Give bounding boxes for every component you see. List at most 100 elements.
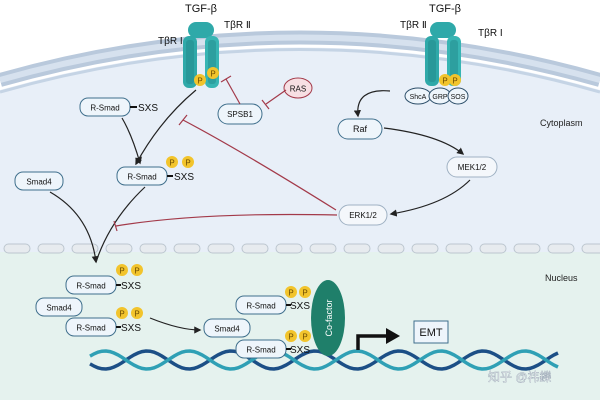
svg-text:R-Smad: R-Smad	[246, 302, 275, 311]
svg-text:R-Smad: R-Smad	[76, 282, 105, 291]
svg-text:SPSB1: SPSB1	[227, 110, 253, 119]
mek-node: MEK1/2	[446, 156, 498, 178]
phospho-badge: P	[194, 74, 206, 86]
phospho-badge: P	[166, 156, 178, 168]
nuclear-pore-segment	[513, 243, 541, 254]
phospho-badge: P	[131, 264, 143, 276]
smad4-cytoplasm: Smad4	[14, 171, 64, 191]
svg-text:SXS: SXS	[121, 323, 141, 334]
arrow-raf-to-mek	[383, 127, 465, 155]
arrow-smad4-to-nucleus	[49, 191, 99, 264]
activation-arrows	[49, 89, 471, 334]
phospho-badge: P	[439, 74, 451, 86]
svg-text:P: P	[169, 159, 174, 168]
phospho-badge: P	[182, 156, 194, 168]
svg-text:EMT: EMT	[419, 327, 443, 339]
nuclear-pore-segment	[411, 243, 439, 254]
svg-text:P: P	[302, 289, 307, 298]
nucleus-label: Nucleus	[545, 273, 578, 283]
arrow-complex-to-dna	[149, 317, 202, 334]
phospho-badge: P	[116, 307, 128, 319]
inhibit-erk-smad	[115, 213, 338, 227]
phospho-badge: P	[299, 286, 311, 298]
nuclear-pore-segment	[377, 243, 405, 254]
nuclear-complex-1: R-Smad SXS Smad4 R-Smad SXS	[35, 275, 141, 337]
plasma-membrane	[0, 30, 600, 94]
svg-text:P: P	[134, 310, 139, 319]
svg-text:P: P	[442, 77, 447, 86]
svg-text:P: P	[210, 70, 215, 79]
svg-text:P: P	[288, 333, 293, 342]
adaptor-complex: ShcA GRP SOS	[404, 87, 469, 105]
tbr1-label-left: TβR I	[158, 36, 183, 47]
nuclear-pore-segment	[479, 243, 507, 254]
svg-text:SXS: SXS	[290, 301, 310, 312]
svg-text:ERK1/2: ERK1/2	[349, 211, 377, 220]
nuclear-pore-segment	[241, 243, 269, 254]
svg-text:SXS: SXS	[138, 103, 158, 114]
ras-node: RAS	[283, 77, 313, 99]
svg-text:SXS: SXS	[174, 172, 194, 183]
inhibit-spsb1-receptor	[225, 78, 241, 105]
rsmad-cytoplasm-unphos: R-Smad SXS	[79, 97, 158, 117]
svg-text:Co-factor: Co-factor	[324, 299, 334, 336]
svg-text:Smad4: Smad4	[26, 178, 52, 187]
svg-text:SXS: SXS	[290, 345, 310, 356]
sos-label: SOS	[451, 94, 466, 101]
nuclear-complex-2: R-Smad SXS Smad4 R-Smad SXS	[203, 295, 310, 359]
watermark: 知乎 @祎鑠	[488, 369, 552, 384]
nuclear-pore-segment	[3, 243, 31, 254]
phospho-badge: P	[207, 67, 219, 79]
tgf-beta-label-left: TGF-β	[185, 3, 217, 15]
svg-text:P: P	[185, 159, 190, 168]
nuclear-pore-segment	[309, 243, 337, 254]
phospho-badge: P	[299, 330, 311, 342]
svg-text:R-Smad: R-Smad	[76, 324, 105, 333]
phospho-badge: P	[285, 286, 297, 298]
svg-text:P: P	[119, 310, 124, 319]
erk-node: ERK1/2	[338, 204, 388, 226]
nuclear-pore-segment	[343, 243, 371, 254]
svg-text:MEK1/2: MEK1/2	[458, 163, 487, 172]
arrow-rsmad-to-phos	[121, 117, 142, 165]
nuclear-pore-segment	[275, 243, 303, 254]
nuclear-pore-segment	[105, 243, 133, 254]
phospho-badge: P	[285, 330, 297, 342]
svg-text:P: P	[288, 289, 293, 298]
svg-text:Smad4: Smad4	[46, 304, 72, 313]
grp-label: GRP	[432, 94, 448, 101]
rsmad-cytoplasm-phos: R-Smad SXS	[116, 166, 194, 186]
receptor-complex-right	[425, 22, 461, 86]
svg-text:P: P	[119, 267, 124, 276]
raf-node: Raf	[337, 118, 383, 140]
svg-text:R-Smad: R-Smad	[127, 173, 156, 182]
nuclear-pore-segment	[71, 243, 99, 254]
svg-text:R-Smad: R-Smad	[90, 104, 119, 113]
tbr1-label-right: TβR I	[478, 28, 503, 39]
tgf-beta-label-right: TGF-β	[429, 3, 461, 15]
svg-text:Raf: Raf	[353, 124, 368, 134]
nuclear-pore-segment	[547, 243, 575, 254]
nuclear-pore-segment	[445, 243, 473, 254]
svg-text:RAS: RAS	[290, 85, 306, 94]
inhibit-ras-spsb1	[265, 89, 287, 105]
nuclear-envelope	[3, 243, 600, 254]
phospho-badge: P	[449, 74, 461, 86]
svg-text:P: P	[302, 333, 307, 342]
arrow-adaptor-to-raf	[353, 90, 391, 118]
transcription-start-arrow	[356, 328, 400, 350]
svg-text:P: P	[134, 267, 139, 276]
phospho-badge: P	[131, 307, 143, 319]
shca-label: ShcA	[410, 94, 427, 101]
smad4-node	[35, 297, 83, 317]
nuclear-pore-segment	[173, 243, 201, 254]
phospho-badge: P	[116, 264, 128, 276]
arrow-mek-to-erk	[389, 179, 471, 217]
inhibition-lines	[113, 75, 338, 232]
arrow-receptor-to-rsmad	[135, 89, 197, 166]
nuclear-pore-segment	[37, 243, 65, 254]
nuclear-pore-segment	[581, 243, 600, 254]
cofactor: Co-factor	[311, 280, 345, 356]
